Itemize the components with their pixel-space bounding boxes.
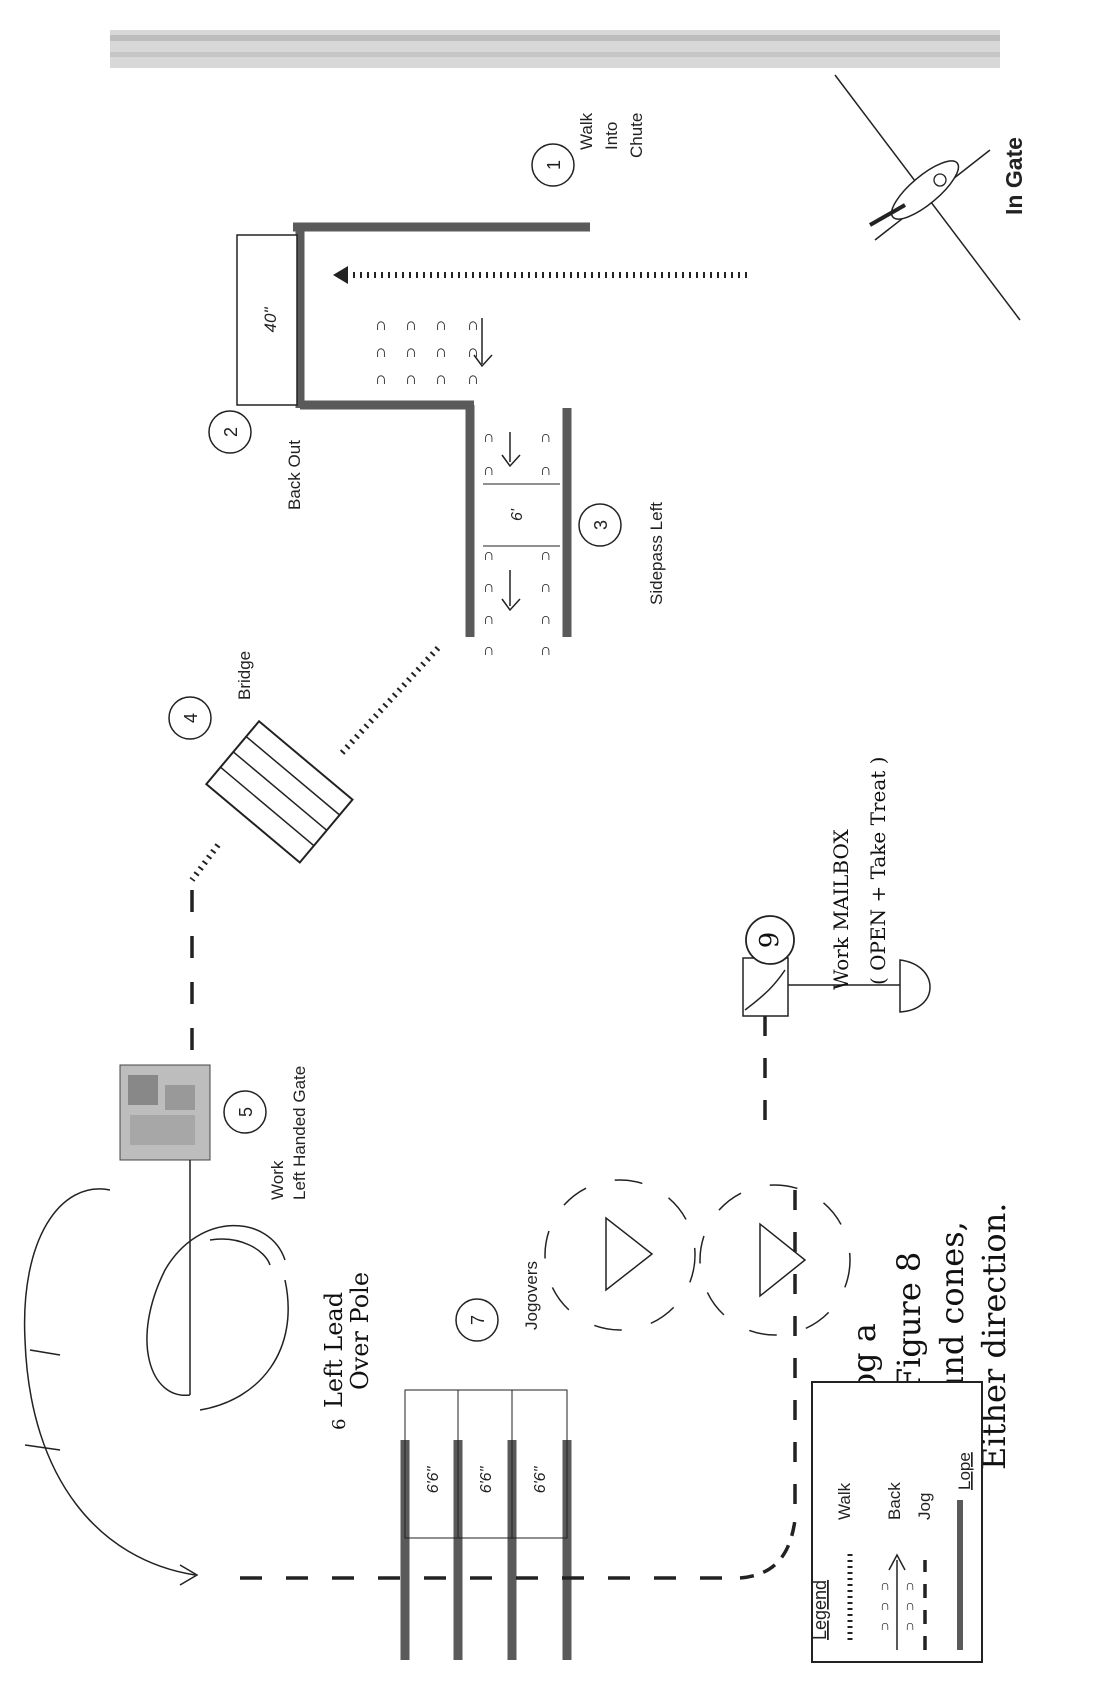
bridge [204, 719, 354, 864]
obstacle-2-number: 2 [221, 427, 241, 437]
jogovers-label: Jogovers [522, 1261, 541, 1330]
legend-back: Back [885, 1482, 904, 1520]
left-lead-number: 6 [329, 1419, 350, 1430]
svg-text:∩: ∩ [540, 462, 552, 479]
obstacle-5-circle [223, 1090, 267, 1134]
figure8-line2: Figure 8 [890, 1252, 928, 1390]
in-gate [834, 74, 1021, 321]
gate-5 [119, 1064, 211, 1161]
left-lead-label: Left Lead Over Pole [320, 1272, 374, 1408]
chute-poles [293, 222, 590, 637]
walk-path-from-bridge [189, 843, 221, 882]
fence-band [110, 30, 1000, 68]
obstacle-7-circle [455, 1298, 499, 1342]
svg-text:∩: ∩ [880, 1617, 890, 1633]
chute-measure: 40" [261, 307, 280, 333]
svg-text:∩: ∩ [483, 642, 495, 659]
svg-text:∩: ∩ [540, 611, 552, 628]
svg-text:∩: ∩ [375, 342, 387, 361]
mailbox [742, 957, 931, 1120]
obstacle-9-circle [745, 915, 795, 965]
svg-text:∩: ∩ [483, 547, 495, 564]
svg-text:∩: ∩ [405, 369, 417, 388]
svg-text:∩: ∩ [467, 342, 479, 361]
sidepass-left-label: Sidepass Left [647, 502, 666, 605]
svg-text:∩: ∩ [435, 369, 447, 388]
svg-text:∩: ∩ [483, 579, 495, 596]
legend: ∩ ∩ ∩ ∩ ∩ ∩ [811, 1381, 983, 1663]
legend-walk: Walk [835, 1482, 854, 1520]
walk-path-to-bridge [337, 645, 441, 758]
mailbox-note: ( OPEN + Take Treat ) [866, 757, 890, 985]
svg-text:∩: ∩ [483, 611, 495, 628]
svg-text:∩: ∩ [540, 579, 552, 596]
work-mailbox-label: Work MAILBOX [829, 829, 853, 990]
in-gate-label: In Gate [1001, 137, 1027, 215]
svg-text:∩: ∩ [880, 1577, 890, 1593]
svg-text:∩: ∩ [540, 547, 552, 564]
svg-text:∩: ∩ [405, 342, 417, 361]
obstacle-4-circle [168, 696, 212, 740]
obstacle-1-number: 1 [544, 160, 564, 170]
obstacle-7-number: 7 [468, 1315, 488, 1325]
chute-measure-box [236, 234, 298, 406]
obstacle-5-number: 5 [236, 1107, 256, 1117]
bridge-label: Bridge [235, 651, 254, 700]
svg-text:∩: ∩ [375, 369, 387, 388]
back-out-label: Back Out [285, 440, 304, 510]
svg-text:∩: ∩ [540, 429, 552, 446]
jogover-measure-2: 6'6" [478, 1465, 495, 1493]
obstacle-3-number: 3 [591, 520, 611, 530]
jogover-measure-3: 6'6" [532, 1465, 549, 1493]
svg-text:∩: ∩ [405, 315, 417, 334]
legend-lope: Lope [955, 1452, 974, 1490]
left-lead-loops [23, 1188, 289, 1586]
svg-text:∩: ∩ [905, 1597, 915, 1613]
jogover-poles [400, 1389, 572, 1660]
svg-text:∩: ∩ [905, 1617, 915, 1633]
walk-into-chute-label: Walk Into Chute [577, 108, 646, 158]
svg-text:∩: ∩ [435, 342, 447, 361]
back-up-marks-chute: ∩ ∩ ∩ ∩ ∩ ∩ ∩ ∩ ∩ ∩ ∩ ∩ [375, 315, 493, 388]
walk-arrowhead [333, 266, 348, 284]
obstacle-1-circle [531, 143, 575, 187]
svg-text:∩: ∩ [467, 315, 479, 334]
jog-path-curve [739, 1519, 797, 1580]
svg-text:∩: ∩ [435, 315, 447, 334]
svg-text:∩: ∩ [905, 1577, 915, 1593]
svg-text:∩: ∩ [540, 642, 552, 659]
obstacle-4-number: 4 [181, 713, 201, 723]
svg-text:∩: ∩ [483, 429, 495, 446]
work-gate-label: Work Left Handed Gate [268, 1066, 309, 1200]
svg-text:∩: ∩ [483, 462, 495, 479]
jogover-measure-1: 6'6" [425, 1465, 442, 1493]
legend-title: Legend [810, 1580, 830, 1640]
sidepass-marks: ∩ ∩ ∩ ∩ ∩ ∩ ∩ ∩ ∩ ∩ ∩ ∩ [483, 429, 560, 659]
svg-text:∩: ∩ [467, 369, 479, 388]
svg-text:∩: ∩ [375, 315, 387, 334]
obstacle-3-circle [578, 503, 622, 547]
obstacle-9-number: 9 [755, 932, 785, 949]
svg-text:∩: ∩ [880, 1597, 890, 1613]
legend-jog: Jog [915, 1493, 934, 1520]
figure8-cones [544, 1179, 851, 1520]
obstacle-2-circle [208, 410, 252, 454]
sidepass-measure: 6' [509, 508, 526, 521]
